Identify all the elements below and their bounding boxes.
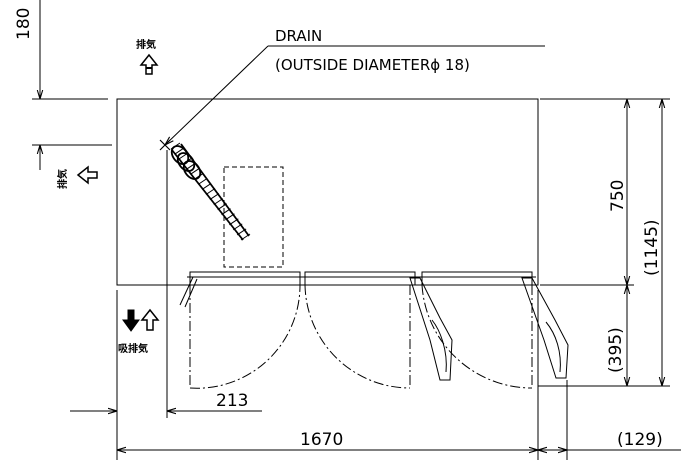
door-swing-right: [421, 277, 569, 389]
door-panels: [187, 271, 536, 286]
dim-right-clearance: [538, 380, 681, 460]
drain-hatch-mark: [221, 208, 231, 216]
intake-down-icon: [122, 309, 140, 332]
drain-spec: (OUTSIDE DIAMETERϕ 18): [275, 56, 470, 74]
exhaust-up-small-icon: [140, 308, 160, 331]
dim-right-clearance-value: (129): [617, 430, 663, 450]
inner-component-outline: [223, 166, 284, 268]
dim-top-clearance-value: 180: [14, 8, 34, 40]
exhaust-left-label: 排気: [56, 169, 69, 189]
drain-hatch-mark: [229, 218, 239, 226]
drain-leader: [159, 45, 545, 151]
exhaust-top-label: 排気: [136, 38, 156, 51]
drain-hatch-mark: [225, 213, 235, 221]
drain-pipe: [170, 142, 251, 241]
drain-label: DRAIN: [275, 27, 322, 45]
dim-top-clearance: [32, 0, 112, 170]
drain-hatch-mark: [209, 193, 220, 200]
dim-door-swing-value: (395): [606, 327, 626, 373]
dim-right-vertical: [538, 98, 670, 387]
unit-outline: [116, 98, 539, 286]
drain-hatch-mark: [232, 223, 243, 231]
intake-exhaust-label: 吸排気: [118, 342, 148, 355]
drain-hatch-mark: [197, 177, 208, 185]
drain-hatch-mark: [201, 183, 212, 190]
dim-width: [117, 290, 539, 460]
door-swing-left: [179, 276, 301, 389]
door-swing-middle: [304, 277, 453, 389]
drain-hatch-mark: [240, 233, 251, 241]
dim-total-depth-value: (1145): [642, 219, 662, 276]
dim-drain-offset-value: 213: [216, 391, 248, 411]
drain-hatch-mark: [174, 147, 185, 155]
dim-width-value: 1670: [300, 430, 343, 450]
drain-hatch-mark: [205, 188, 216, 195]
drain-hatch-mark: [217, 203, 227, 211]
drain-hatch-mark: [236, 228, 247, 236]
drain-hatch-mark: [190, 167, 200, 175]
dim-depth-value: 750: [608, 180, 628, 212]
dim-drain-offset: [70, 150, 262, 460]
exhaust-up-icon: [139, 53, 159, 75]
drain-hatch-mark: [213, 198, 224, 206]
exhaust-left-icon: [76, 165, 98, 185]
